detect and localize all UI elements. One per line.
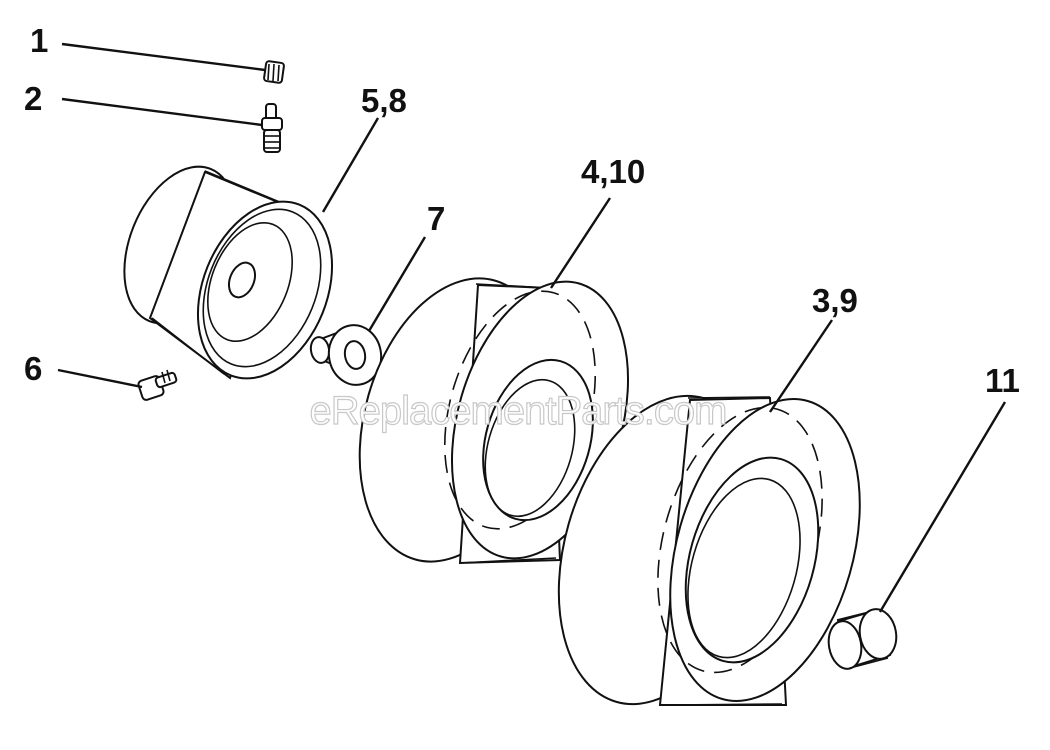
leader-line-7 [367,236,427,332]
watermark-text: eReplacementParts.com [310,389,727,433]
leader-line-1 [61,42,266,72]
valve-stem-part [261,103,283,153]
bearing-part [309,324,383,386]
callout-6: 6 [24,350,42,387]
hub-cap-part [827,608,898,670]
callout-1: 1 [30,22,48,59]
callout-5-8: 5,8 [361,82,407,119]
leader-line-4-10 [549,197,612,289]
callout-2: 2 [24,80,42,117]
valve-cap-part [263,60,285,84]
leader-line-5-8 [321,117,380,213]
wheel-rim-part [123,165,334,380]
leader-line-11 [878,401,1007,613]
leader-line-2 [61,97,263,127]
bolt-part [137,369,178,401]
callout-4-10: 4,10 [581,153,645,190]
leader-line-3-9 [769,319,833,413]
callout-11: 11 [985,362,1020,399]
callout-7: 7 [427,200,445,237]
rear-tire-part [557,394,861,706]
leader-line-6 [57,368,143,389]
callout-3-9: 3,9 [812,282,858,319]
